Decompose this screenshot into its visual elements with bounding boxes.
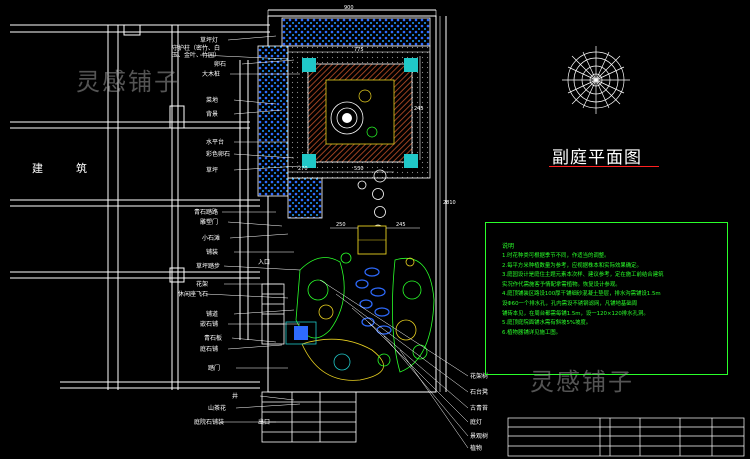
left-leader <box>199 54 289 60</box>
right-leader <box>383 335 469 437</box>
title-block <box>507 417 745 457</box>
note-line: 4.庭顶铺装区路设100厚干铺细砂混凝土垫层，排水沟需铺设1.5m <box>502 291 661 298</box>
exit-steps <box>261 391 357 443</box>
watermark-1: 灵感铺子 <box>76 68 180 96</box>
left-label: 山茶花 <box>208 404 226 412</box>
dim-side: 2810 <box>443 200 456 206</box>
right-label: 植物 <box>470 444 482 452</box>
left-label: 小石滩 <box>202 234 220 242</box>
left-leader <box>233 309 295 315</box>
left-leader <box>235 403 301 409</box>
dim-d5: 245 <box>414 106 424 112</box>
right-leader <box>335 293 469 393</box>
left-leader <box>241 59 295 65</box>
right-label: 庭灯 <box>470 418 482 426</box>
left-label: 嵌石铺 <box>200 320 218 328</box>
left-leader <box>227 344 283 350</box>
left-label: 彩色卵石 <box>206 150 230 158</box>
dim-d1: 530 <box>354 166 364 172</box>
right-label: 古青苔 <box>470 404 488 412</box>
right-label: 石台凳 <box>470 388 488 396</box>
note-line: 实况作代需施客予情配拿需植物。恢复设计参观。 <box>502 281 621 288</box>
left-leader <box>259 395 295 401</box>
left-label: 踏门 <box>208 364 220 372</box>
left-leader <box>227 35 277 41</box>
dimension-lines <box>267 10 441 392</box>
left-label: 青石板 <box>204 334 222 342</box>
left-label: 入口 <box>258 259 270 266</box>
left-leader <box>233 153 295 159</box>
left-label: 青石踏路 <box>194 208 218 216</box>
left-leader <box>233 109 283 115</box>
dim-d2: 270 <box>298 166 308 172</box>
notes-heading: 说明 <box>502 243 515 250</box>
dim-d3: 250 <box>336 222 346 228</box>
left-label: 井 <box>232 392 238 400</box>
left-leader <box>223 265 301 271</box>
left-label: 菜地 <box>206 96 218 104</box>
note-line: 设Φ60一个排水孔，孔内需设不锈钢滤网，凡铺地基础周 <box>502 300 638 307</box>
left-label: 草坪 <box>206 166 218 174</box>
right-leader <box>319 279 469 377</box>
stone-platform <box>357 225 387 255</box>
left-label: 铺装 <box>206 248 218 256</box>
note-line: 5.庭顶庭院面铺水需有斜坡5%坡度。 <box>502 320 592 327</box>
building-label-1: 建 <box>32 162 43 175</box>
dimension-texts: 900 775 2810 530 270 250 245 245 <box>298 5 456 228</box>
note-line: 铺砖本见，在周台都需每铺1.5m，设一120×120排水孔洞。 <box>502 310 649 317</box>
note-line: 2.每平方米种植数量为参考，应视据株本和实际效果确定。 <box>502 262 642 269</box>
left-leader <box>227 221 283 227</box>
left-leader <box>233 165 301 171</box>
left-label: 玉、金叶、竹园） <box>172 51 220 59</box>
left-label: 大木桩 <box>202 70 220 78</box>
left-leaders <box>199 35 301 423</box>
note-line: 1.时花种类可根据季节不同，作适当的调整。 <box>502 253 610 259</box>
left-label: 背景 <box>206 110 218 118</box>
left-label: 草坪踏步 <box>196 262 220 270</box>
left-leader <box>233 99 277 105</box>
left-label: 休闲座飞石 <box>178 290 208 298</box>
left-label: 水平台 <box>206 138 224 146</box>
left-label: 花架 <box>196 280 208 288</box>
title-underline <box>549 166 659 167</box>
right-label: 花架树 <box>470 372 488 380</box>
right-leader <box>351 307 469 409</box>
right-label: 景观树 <box>470 432 488 440</box>
stone-path <box>355 267 392 335</box>
left-label: 雕塑门 <box>200 218 218 226</box>
left-label: 卵石 <box>214 60 226 68</box>
notes-panel: 说明 1.时花种类可根据季节不同，作适当的调整。 2.每平方米种植数量为参考，应… <box>485 222 728 375</box>
right-leaders <box>319 279 469 449</box>
watermark-2: 灵感铺子 <box>530 368 634 396</box>
note-line: 6.植物器铺详见施工图。 <box>502 329 562 336</box>
pergola <box>261 283 317 345</box>
left-label: 守护柱（密竹、白 <box>172 44 220 52</box>
left-leader <box>229 233 289 239</box>
right-leader <box>367 321 469 423</box>
dim-top: 900 <box>344 5 354 11</box>
dim-d4: 245 <box>396 222 406 228</box>
compass-icon <box>562 46 630 114</box>
left-leader <box>231 337 277 343</box>
drawing-title: 副庭平面图 <box>552 148 642 168</box>
left-label: 庭石铺 <box>200 345 218 353</box>
left-label: 庭院石铺装 <box>194 418 224 426</box>
left-labels: 草坪灯守护柱（密竹、白玉、金叶、竹园）卵石大木桩菜地背景水平台彩色卵石草坪青石踏… <box>172 36 270 426</box>
left-leader <box>205 293 289 299</box>
left-label: 草坪灯 <box>200 36 218 44</box>
dim-inner: 775 <box>354 47 364 53</box>
wood-deck <box>302 58 418 168</box>
building-outline <box>10 24 270 390</box>
left-label: 铺道 <box>206 310 218 318</box>
left-label: 出口 <box>258 418 270 426</box>
building-label-2: 筑 <box>76 162 87 175</box>
right-leader <box>399 349 469 449</box>
planting-area <box>295 252 435 381</box>
note-line: 3.庭园设计是庭住主题元素本次样、建议参考，定在施工前结合建筑 <box>502 272 664 279</box>
stepping-stones <box>357 169 387 236</box>
water-feature <box>257 17 431 219</box>
